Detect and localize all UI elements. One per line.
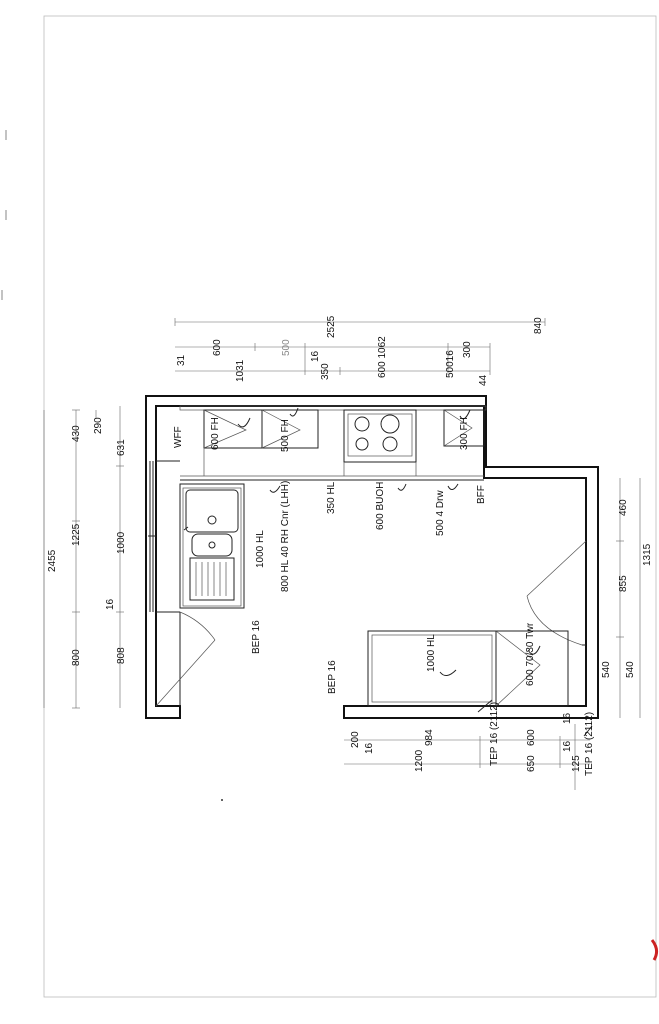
dim-855: 855 xyxy=(618,575,629,592)
dim-350: 350 xyxy=(320,363,331,380)
dim-600-1062: 600 1062 xyxy=(377,336,388,378)
dim-984: 984 xyxy=(424,729,435,746)
bottom-dimension-labels: 200 16 984 1200 600 650 16 125 16 xyxy=(350,712,582,772)
door-right xyxy=(526,540,587,646)
checkmarks xyxy=(237,407,593,737)
window-left xyxy=(148,461,156,612)
top-units xyxy=(179,405,487,481)
dim-125: 125 xyxy=(571,755,582,772)
room-walls xyxy=(145,395,599,719)
dim-44: 44 xyxy=(478,374,489,386)
dim-1000: 1000 xyxy=(116,531,127,554)
dim-808: 808 xyxy=(116,647,127,664)
dim-500: 500 xyxy=(281,339,292,356)
bottom-tall-units xyxy=(367,630,569,707)
stray-dot xyxy=(221,799,223,801)
label-1000-hl-a: 1000 HL xyxy=(255,530,266,568)
dim-2455: 2455 xyxy=(47,549,58,572)
left-dimension-labels: 2455 430 290 631 1225 1000 16 800 808 xyxy=(47,417,127,666)
label-bep-16-b: BEP 16 xyxy=(327,660,338,694)
dim-800: 800 xyxy=(71,649,82,666)
sheet-border xyxy=(43,15,657,998)
dim-1031: 1031 xyxy=(235,359,246,382)
dim-16-top: 16 xyxy=(310,350,321,362)
dim-2525: 2525 xyxy=(326,315,337,338)
dimension-lines xyxy=(43,318,641,790)
scan-marks xyxy=(1,130,7,300)
dim-1315: 1315 xyxy=(642,543,653,566)
dim-1200: 1200 xyxy=(414,749,425,772)
sink-unit xyxy=(179,483,245,609)
dim-16-left: 16 xyxy=(105,598,116,610)
dim-540-b: 540 xyxy=(625,661,636,678)
dim-600-bottom: 600 xyxy=(526,729,537,746)
label-600-buoh: 600 BUOH xyxy=(375,482,386,530)
dim-1225: 1225 xyxy=(71,523,82,546)
dim-31: 31 xyxy=(176,354,187,366)
label-500-fh: 500 FH xyxy=(280,419,291,452)
top-dimension-labels: 31 600 1031 500 16 350 2525 600 1062 500… xyxy=(176,315,544,386)
label-bff: BFF xyxy=(476,485,487,504)
dim-540-a: 540 xyxy=(601,661,612,678)
dim-460: 460 xyxy=(618,499,629,516)
door-bottom-left xyxy=(155,611,216,707)
label-300-fh: 300 FH xyxy=(459,417,470,450)
label-1000-hl-b: 1000 HL xyxy=(426,634,437,672)
dim-290: 290 xyxy=(93,417,104,434)
dim-600-top: 600 xyxy=(212,339,223,356)
dim-50016: 50016 xyxy=(445,350,456,378)
dim-300: 300 xyxy=(462,341,473,358)
unit-labels: WFF 600 FH 500 FH 300 FH 350 HL 600 BUOH… xyxy=(173,417,595,776)
label-wff: WFF xyxy=(173,426,184,448)
dim-430: 430 xyxy=(71,425,82,442)
dim-650: 650 xyxy=(526,755,537,772)
label-800-hl-corner: 800 HL 40 RH Cnr (LHH) xyxy=(280,481,291,592)
label-tep-16-b: TEP 16 (2112) xyxy=(584,712,595,776)
dim-200: 200 xyxy=(350,731,361,748)
right-dimension-labels: 460 855 1315 540 540 xyxy=(601,499,653,678)
dim-16-bottom-c: 16 xyxy=(562,740,573,752)
label-tep-16-a: TEP 16 (2112) xyxy=(489,702,500,766)
label-bep-16-a: BEP 16 xyxy=(251,620,262,654)
red-mark xyxy=(650,939,659,961)
label-600-tower: 600 70/30 Twr xyxy=(525,622,536,686)
dim-16-bottom-b: 16 xyxy=(562,712,573,724)
dim-840: 840 xyxy=(533,317,544,334)
dim-631: 631 xyxy=(116,439,127,456)
label-500-4-drw: 500 4 Drw xyxy=(435,490,446,536)
label-350-hl: 350 HL xyxy=(326,481,337,514)
dim-16-bottom-a: 16 xyxy=(364,742,375,754)
label-600-fh: 600 FH xyxy=(210,417,221,450)
